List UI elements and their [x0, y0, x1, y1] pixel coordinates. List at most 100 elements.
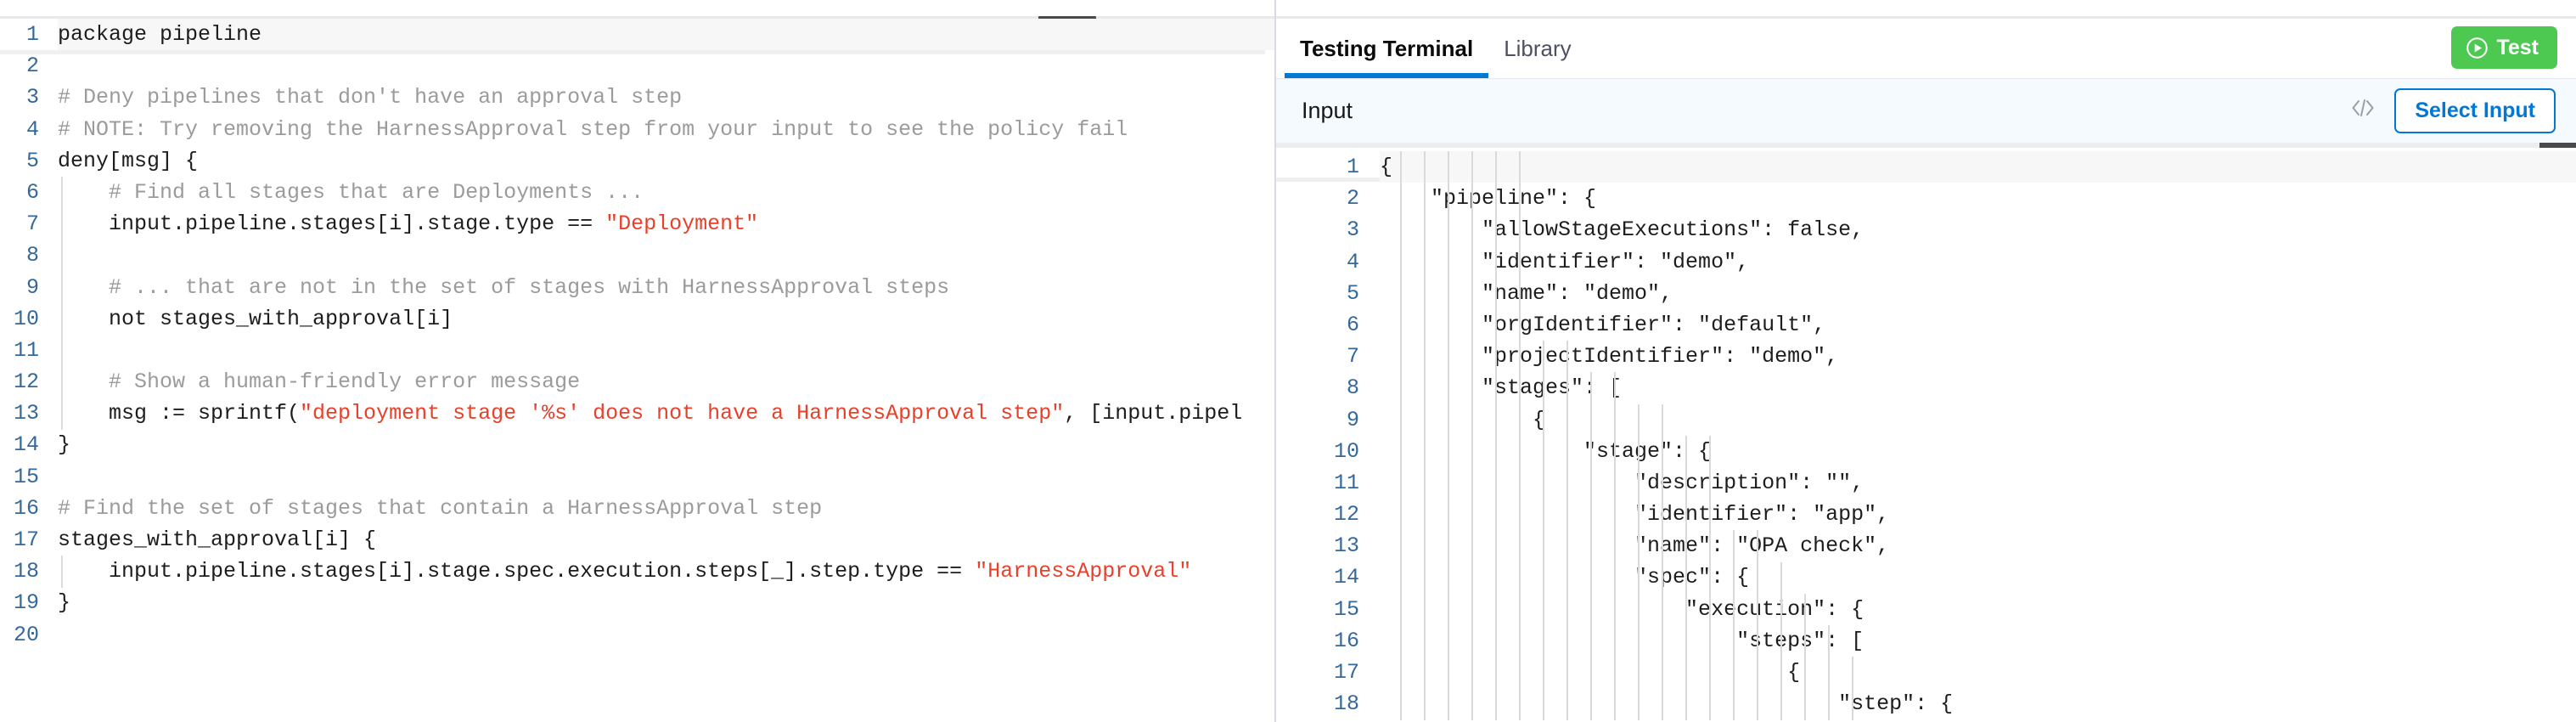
json-line-number: 2 [1346, 186, 1359, 212]
code-line-text: # Deny pipelines that don't have an appr… [58, 82, 1274, 113]
code-token-comment: # Find all stages that are Deployments .… [58, 179, 644, 205]
json-line-text: "orgIdentifier": "default", [1380, 312, 1826, 337]
code-line: 3 # Deny pipelines that don't have an app… [0, 82, 1274, 113]
code-line: 6 # Find all stages that are Deployments… [0, 177, 1274, 208]
json-line-text: "stages": [ [1380, 375, 1623, 401]
code-token-plain: } [58, 590, 71, 616]
json-line: 17 { [1276, 657, 2576, 688]
code-line: 9 # ... that are not in the set of stage… [0, 272, 1274, 303]
line-number: 1 [25, 22, 39, 47]
terminal-top-gap [1276, 0, 2576, 16]
json-line: 3 "allowStageExecutions": false, [1276, 214, 2576, 245]
json-line: 16 "steps": [ [1276, 625, 2576, 657]
input-json-viewer[interactable]: 1 {2 "pipeline": {3 "allowStageExecutions… [1276, 143, 2576, 722]
line-number: 14 [13, 432, 39, 458]
line-number: 18 [13, 559, 39, 584]
line-number: 6 [25, 179, 39, 205]
json-line-number: 9 [1346, 407, 1359, 432]
json-line-text: { [1380, 407, 1546, 432]
json-line: 2 "pipeline": { [1276, 183, 2576, 214]
rego-code-area[interactable]: 1 package pipeline 2 3 # Deny pipelines that… [0, 19, 1274, 651]
line-number: 2 [25, 54, 39, 79]
terminal-top-border [1276, 16, 2576, 19]
json-line: 13 "name": "OPA check", [1276, 530, 2576, 561]
editor-scroll-shadow [0, 50, 1265, 54]
code-token-comment: # Show a human-friendly error message [58, 369, 581, 395]
line-number: 3 [25, 85, 39, 110]
json-line: 11 "description": "", [1276, 467, 2576, 499]
code-line-text: not stages_with_approval[i] [58, 303, 1274, 335]
input-label: Input [1302, 98, 1353, 123]
testing-terminal-pane: Testing Terminal Library Test Input [1276, 0, 2576, 722]
code-brackets-icon[interactable] [2350, 97, 2376, 126]
json-line-number: 6 [1346, 312, 1359, 337]
json-line-number: 10 [1333, 438, 1359, 464]
json-line: 6 "orgIdentifier": "default", [1276, 309, 2576, 341]
json-line: 15 "execution": { [1276, 594, 2576, 625]
json-line-text: "execution": { [1380, 596, 1865, 622]
indent-guide [61, 177, 63, 430]
json-line-text: "pipeline": { [1380, 186, 1597, 212]
line-number: 12 [13, 369, 39, 395]
json-line: 8 "stages": [ [1276, 372, 2576, 403]
code-line: 13 msg := sprintf("deployment stage '%s'… [0, 398, 1274, 429]
json-line-number: 15 [1333, 596, 1359, 622]
code-token-comment: # ... that are not in the set of stages … [58, 274, 950, 300]
json-line-text: "steps": [ [1380, 628, 1865, 653]
code-token-comment: # Find the set of stages that contain a … [58, 495, 823, 521]
json-line-text: "step": { [1380, 691, 1954, 717]
code-token-plain: not stages_with_approval[i] [58, 306, 453, 331]
code-token-plain: input.pipeline.stages[i].stage.spec.exec… [58, 559, 976, 584]
code-token-plain: stages_with_approval[i] { [58, 527, 377, 552]
code-line: 8 [0, 240, 1274, 271]
code-line-text: input.pipeline.stages[i].stage.type == "… [58, 208, 1274, 240]
line-number: 10 [13, 306, 39, 331]
code-token-string: "HarnessApproval" [975, 559, 1192, 584]
json-horizontal-scrollbar-track[interactable] [1276, 143, 2576, 148]
code-line: 11 [0, 335, 1274, 366]
code-line: 16# Find the set of stages that contain … [0, 493, 1274, 524]
json-line: 4 "identifier": "demo", [1276, 246, 2576, 278]
code-line-text: # NOTE: Try removing the HarnessApproval… [58, 114, 1274, 145]
code-token-plain: , [input.pipel [1064, 401, 1243, 426]
indent-guide [61, 556, 63, 588]
line-number: 7 [25, 212, 39, 237]
code-line-text: # Find all stages that are Deployments .… [58, 177, 1274, 208]
select-input-button[interactable]: Select Input [2394, 88, 2556, 133]
code-line-text: # Show a human-friendly error message [58, 366, 1274, 398]
json-horizontal-scrollbar-thumb[interactable] [2539, 143, 2576, 148]
code-line: 14} [0, 429, 1274, 460]
terminal-tabbar: Testing Terminal Library Test [1276, 19, 2576, 79]
pane-divider[interactable] [1274, 0, 1276, 722]
code-line-text: } [58, 587, 1274, 618]
json-line-number: 1 [1346, 155, 1359, 179]
code-line-text: } [58, 429, 1274, 460]
code-token-plain: msg := sprintf( [58, 401, 301, 426]
tab-library[interactable]: Library [1488, 19, 1586, 78]
line-number: 9 [25, 274, 39, 300]
input-bar: Input Select Input [1276, 79, 2576, 143]
line-number: 5 [25, 148, 39, 173]
json-line: 12 "identifier": "app", [1276, 499, 2576, 530]
json-line-number: 13 [1333, 533, 1359, 559]
tab-testing-terminal[interactable]: Testing Terminal [1285, 19, 1489, 78]
json-line: 5 "name": "demo", [1276, 278, 2576, 309]
code-line: 10 not stages_with_approval[i] [0, 303, 1274, 335]
test-button[interactable]: Test [2451, 26, 2557, 69]
json-line-text: "spec": { [1380, 565, 1750, 590]
code-token-plain: input.pipeline.stages[i].stage.type == [58, 212, 606, 237]
tab-testing-terminal-label: Testing Terminal [1300, 35, 1474, 61]
json-line-text: { [1380, 660, 1801, 685]
json-code-area[interactable]: 1 {2 "pipeline": {3 "allowStageExecutions… [1276, 143, 2576, 720]
json-line-number: 12 [1333, 502, 1359, 527]
json-line-number: 17 [1333, 660, 1359, 685]
json-line-number: 11 [1333, 470, 1359, 495]
code-line: 4# NOTE: Try removing the HarnessApprova… [0, 114, 1274, 145]
code-line-text: package pipeline [58, 19, 1274, 51]
json-line-text: "name": "demo", [1380, 280, 1673, 306]
code-line: 2 [0, 50, 1274, 82]
line-number: 15 [13, 464, 39, 489]
code-line: 12 # Show a human-friendly error message [0, 366, 1274, 398]
